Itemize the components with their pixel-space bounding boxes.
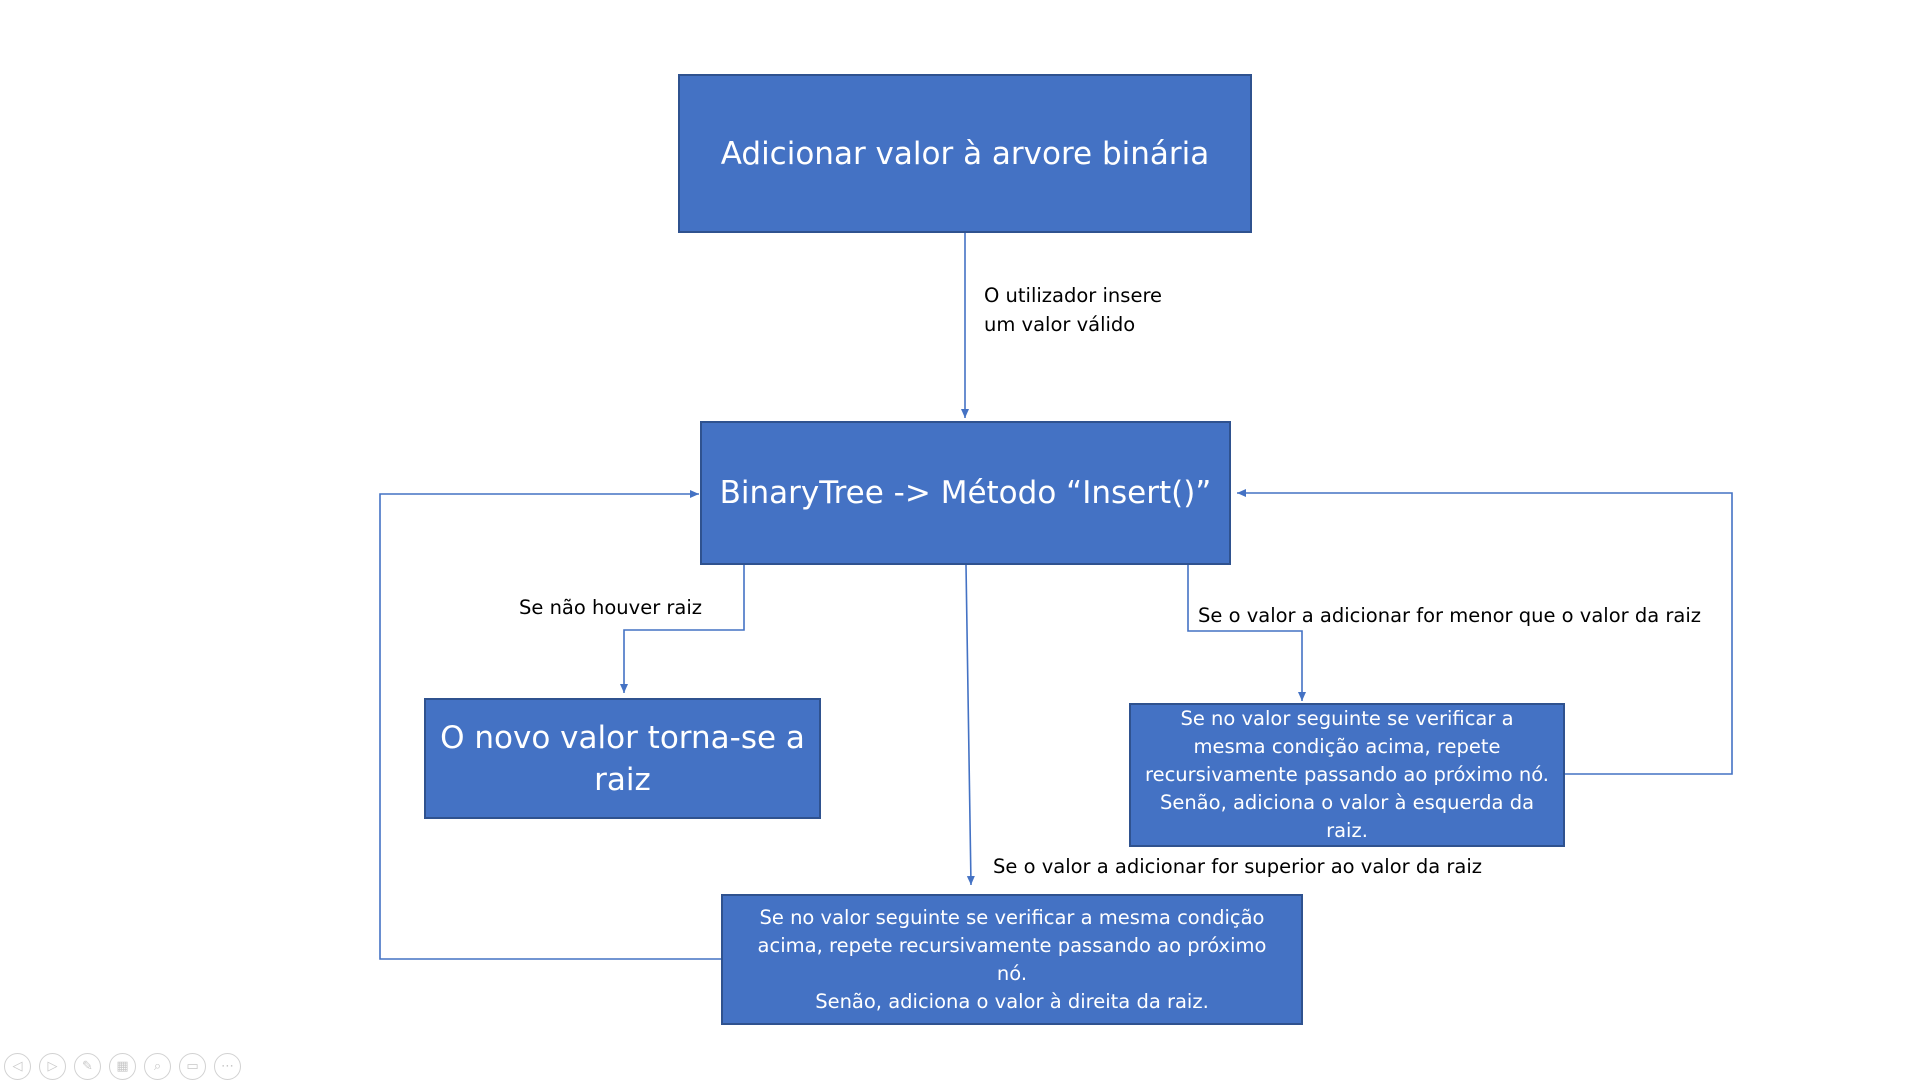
start-node-text: Adicionar valor à arvore binária [720,135,1210,172]
label-no-root: Se não houver raiz [519,596,703,619]
start-node: Adicionar valor à arvore binária [678,74,1252,233]
previous-slide-glyph: ◁ [12,1059,23,1074]
label-less-than-root: Se o valor a adicionar for menor que o v… [1198,604,1702,627]
see-all-slides-icon[interactable]: ▦ [109,1053,136,1080]
insert-right-node: Se no valor seguinte se verificar a mesm… [721,894,1303,1025]
insert-method-node-text: BinaryTree -> Método “Insert()” [719,475,1212,511]
see-all-slides-glyph: ▦ [116,1059,129,1074]
subtitles-glyph: ▭ [186,1059,199,1074]
zoom-glyph: ⌕ [153,1059,162,1074]
zoom-icon[interactable]: ⌕ [144,1053,171,1080]
slideshow-controls: ◁ ▷ ✎ ▦ ⌕ ▭ ⋯ [4,1053,241,1080]
edge-left-loop-back [1237,489,1733,775]
insert-method-node: BinaryTree -> Método “Insert()” [700,421,1231,565]
subtitles-icon[interactable]: ▭ [179,1053,206,1080]
pen-icon[interactable]: ✎ [74,1053,101,1080]
insert-left-node: Se no valor seguinte se verificar a mesm… [1129,703,1565,847]
next-slide-icon[interactable]: ▷ [39,1053,66,1080]
previous-slide-icon[interactable]: ◁ [4,1053,31,1080]
label-valid-value: O utilizador insere um valor válido [984,284,1163,336]
edge-insert-to-left [1187,565,1306,701]
pen-glyph: ✎ [82,1059,93,1074]
edge-insert-to-right [965,564,975,886]
insert-right-node-text: Se no valor seguinte se verificar a mesm… [757,905,1267,1013]
more-options-icon[interactable]: ⋯ [214,1053,241,1080]
edge-right-loop-back [379,490,721,960]
edge-insert-to-root [620,565,745,693]
insert-left-node-text: Se no valor seguinte se verificar a mesm… [1145,707,1550,842]
new-root-node-text: O novo valor torna-se a raiz [440,719,805,798]
next-slide-glyph: ▷ [47,1059,58,1074]
label-greater-than-root: Se o valor a adicionar for superior ao v… [993,855,1483,878]
new-root-node: O novo valor torna-se a raiz [424,698,821,819]
more-options-glyph: ⋯ [221,1059,234,1074]
